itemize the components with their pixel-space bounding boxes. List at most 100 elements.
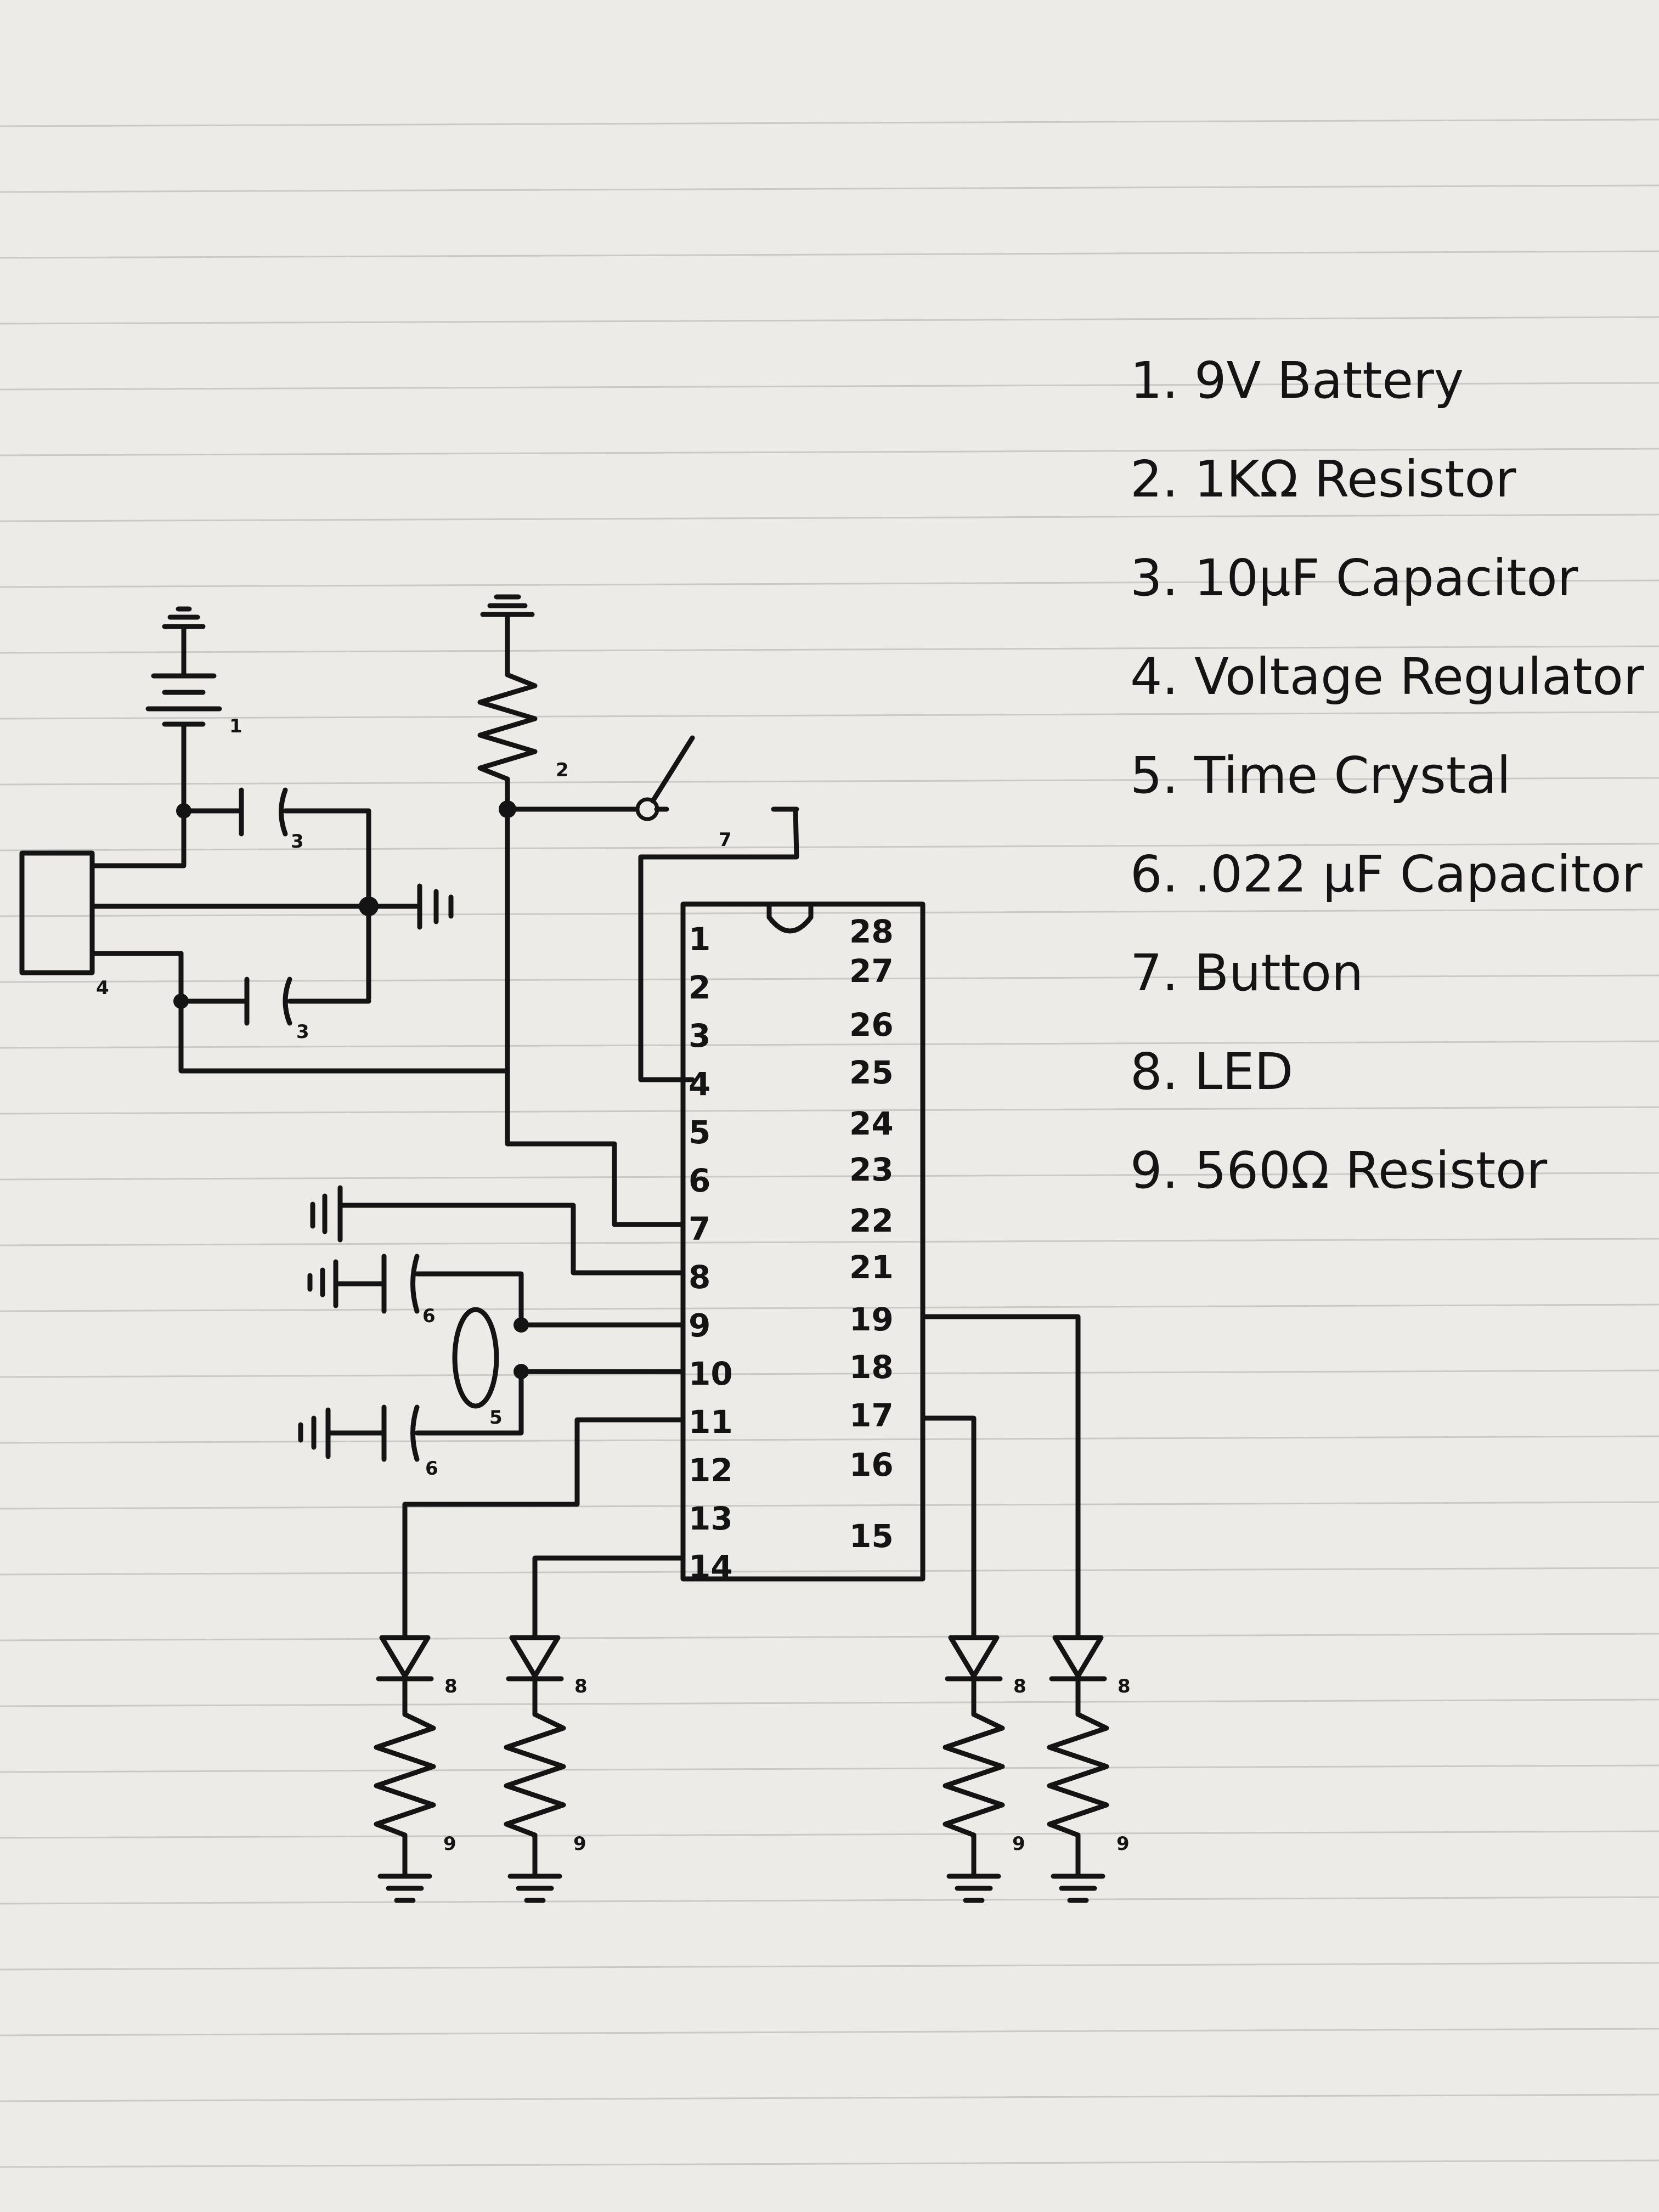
crystal-label: 5 (489, 1407, 503, 1429)
rule-line (0, 1369, 1659, 1378)
led-label: 8 (444, 1675, 458, 1697)
chip-right-wiring (920, 1314, 1081, 1640)
rule-line (0, 1435, 1659, 1444)
pin-number: 9 (689, 1307, 710, 1344)
rule-line (0, 2094, 1659, 2102)
rule-line (0, 1106, 1659, 1115)
led-label: 8 (1013, 1675, 1026, 1697)
pin-number: 19 (849, 1301, 894, 1338)
rule-line (0, 250, 1659, 259)
rule-line (0, 184, 1659, 193)
rule-line (0, 2028, 1659, 2036)
pin-number: 11 (689, 1403, 733, 1441)
led-branch: 89 (943, 1635, 1026, 1903)
cap-top-label: 3 (291, 831, 304, 853)
pin-number: 7 (689, 1210, 710, 1248)
pin-number: 5 (689, 1114, 710, 1151)
pin-number: 12 (689, 1452, 733, 1489)
rule-line (0, 316, 1659, 325)
rule-line (0, 645, 1659, 654)
battery-symbol: 1 (145, 606, 242, 737)
legend-item: 3. 10µF Capacitor (1130, 549, 1578, 607)
led-symbol (948, 1635, 1000, 1679)
microcontroller-chip (680, 901, 926, 1582)
legend-item: 4. Voltage Regulator (1130, 647, 1644, 706)
rule-line (0, 1238, 1659, 1246)
legend-item: 5. Time Crystal (1130, 746, 1511, 805)
pin-number: 18 (849, 1348, 894, 1386)
pin-number: 22 (849, 1202, 894, 1239)
battery-label: 1 (229, 715, 242, 737)
rule-line (0, 909, 1659, 917)
resistor-label: 9 (1116, 1833, 1130, 1855)
rule-line (0, 382, 1659, 391)
pin-number: 21 (849, 1249, 894, 1286)
rule-line (0, 1830, 1659, 1839)
resistor-zigzag (1047, 1712, 1109, 1838)
rule-line (0, 843, 1659, 851)
push-button: 7 (505, 735, 799, 1082)
rule-line (0, 711, 1659, 720)
pin-number: 1 (689, 921, 710, 958)
rule-line (0, 119, 1659, 127)
rule-line (0, 579, 1659, 588)
cap6-upper-label: 6 (422, 1305, 436, 1327)
pin-number: 28 (849, 913, 894, 950)
pin-number: 27 (849, 952, 894, 990)
pin-number: 10 (689, 1355, 733, 1392)
rule-line (0, 1764, 1659, 1773)
component-legend: 1. 9V Battery 2. 1KΩ Resistor 3. 10µF Capa… (1130, 351, 1644, 1200)
resistor-label: 9 (443, 1833, 456, 1855)
rule-line (0, 777, 1659, 786)
led-symbol (379, 1635, 431, 1679)
rule-line (0, 1567, 1659, 1576)
pullup-resistor: 2 (477, 594, 569, 1147)
rule-line (0, 1172, 1659, 1181)
rule-line (0, 514, 1659, 522)
cap-bottom-label: 3 (296, 1021, 309, 1043)
legend-item: 6. .022 µF Capacitor (1130, 845, 1643, 904)
pin-number: 25 (849, 1054, 894, 1091)
led-branch: 89 (1047, 1635, 1131, 1903)
rule-line (0, 974, 1659, 983)
rule-line (0, 1962, 1659, 1971)
legend-item: 7. Button (1130, 944, 1363, 1002)
regulator-label: 4 (96, 977, 109, 999)
chip-left-wiring: 6 5 6 (298, 1141, 686, 1640)
legend-item: 1. 9V Battery (1130, 351, 1464, 410)
led-symbol (509, 1635, 561, 1679)
legend-item: 2. 1KΩ Resistor (1130, 450, 1516, 509)
pin-number: 16 (849, 1446, 894, 1483)
resistor-label: 2 (556, 759, 569, 781)
pin-number: 15 (849, 1517, 894, 1555)
pin-number: 24 (849, 1105, 894, 1142)
rule-line (0, 1304, 1659, 1312)
rule-line (0, 1633, 1659, 1641)
pin-number: 4 (689, 1065, 710, 1103)
pin-number: 23 (849, 1151, 894, 1188)
rule-line (0, 1896, 1659, 1905)
pin-number: 8 (689, 1259, 710, 1296)
pin-number: 2 (689, 969, 710, 1006)
voltage-regulator: 4 (19, 850, 109, 999)
pin-number: 6 (689, 1162, 710, 1199)
resistor-zigzag (943, 1712, 1005, 1838)
resistor-label: 9 (1012, 1833, 1025, 1855)
cap6-lower-label: 6 (425, 1458, 438, 1480)
pin-number: 26 (849, 1006, 894, 1043)
pin-number: 3 (689, 1017, 710, 1054)
legend-item: 9. 560Ω Resistor (1130, 1141, 1547, 1200)
legend-item: 8. LED (1130, 1042, 1293, 1101)
battery-wiring: 3 3 (89, 721, 507, 1074)
button-label: 7 (719, 829, 732, 851)
rule-line (0, 1501, 1659, 1510)
rule-line (0, 1040, 1659, 1049)
led-symbol (1052, 1635, 1104, 1679)
led-branch: 89 (374, 1635, 458, 1903)
rule-line (0, 1699, 1659, 1707)
